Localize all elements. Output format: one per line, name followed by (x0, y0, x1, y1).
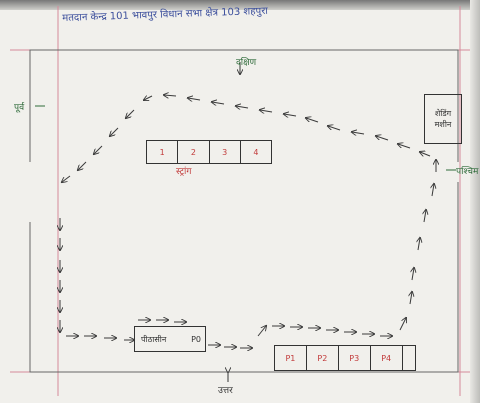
flow-arrow (432, 184, 434, 197)
flow-arrow (188, 98, 201, 100)
flow-arrow (424, 210, 426, 223)
strong-room-cell-4: 4 (253, 147, 259, 157)
machine-shed-line-2: मशीन (434, 120, 452, 129)
flow-arrow (410, 292, 412, 305)
strong-room-cell-3: 3 (210, 141, 241, 163)
flow-arrow (328, 126, 341, 131)
flow-arrow (260, 110, 273, 112)
flow-arrow (110, 127, 119, 136)
right-shadow (470, 0, 480, 403)
direction-east: पूर्व (14, 103, 25, 113)
flow-arrow (144, 96, 153, 100)
flow-arrow (284, 114, 297, 116)
presiding-officer-box: पीठासीन P0 (134, 326, 206, 352)
strong-room-cell-2: 2 (178, 141, 210, 163)
flow-arrow (412, 268, 414, 281)
flow-arrow (62, 175, 71, 182)
flow-arrow (418, 238, 420, 251)
presiding-officer-label: पीठासीन (141, 334, 167, 344)
flow-arrow (212, 102, 225, 104)
strong-room-label: स्ट्रांग (176, 167, 192, 177)
flow-arrow (376, 136, 389, 141)
flow-arrow (352, 132, 365, 134)
flow-arrow (399, 318, 406, 331)
flow-arrow (164, 95, 177, 96)
strong-room-box: 1 2 3 4 (146, 140, 272, 164)
flow-arrow (94, 145, 103, 154)
polling-cell-empty (403, 346, 415, 370)
top-shadow (0, 0, 480, 10)
polling-cell-p4: P4 (371, 346, 403, 370)
polling-cell-p1: P1 (275, 346, 307, 370)
flow-arrow (398, 144, 411, 149)
direction-south: दक्षिण (236, 58, 257, 68)
flow-arrow (236, 106, 249, 108)
flow-arrow (257, 326, 266, 337)
strong-room-cell-1: 1 (147, 141, 179, 163)
polling-cell-p2: P2 (307, 346, 339, 370)
direction-west: पश्चिम (456, 167, 479, 177)
flow-arrow (420, 152, 431, 156)
machine-shed-box: शेडिंग मशीन (424, 94, 462, 144)
direction-north: उत्तर (218, 386, 233, 396)
polling-cell-p3: P3 (339, 346, 371, 370)
flow-arrow (306, 118, 319, 123)
machine-shed-line-1: शेडिंग (434, 109, 452, 118)
presiding-officer-code: P0 (191, 334, 201, 344)
flow-arrow (126, 109, 135, 118)
polling-officers-box: P1 P2 P3 P4 (274, 345, 416, 371)
flow-arrow (78, 161, 87, 170)
